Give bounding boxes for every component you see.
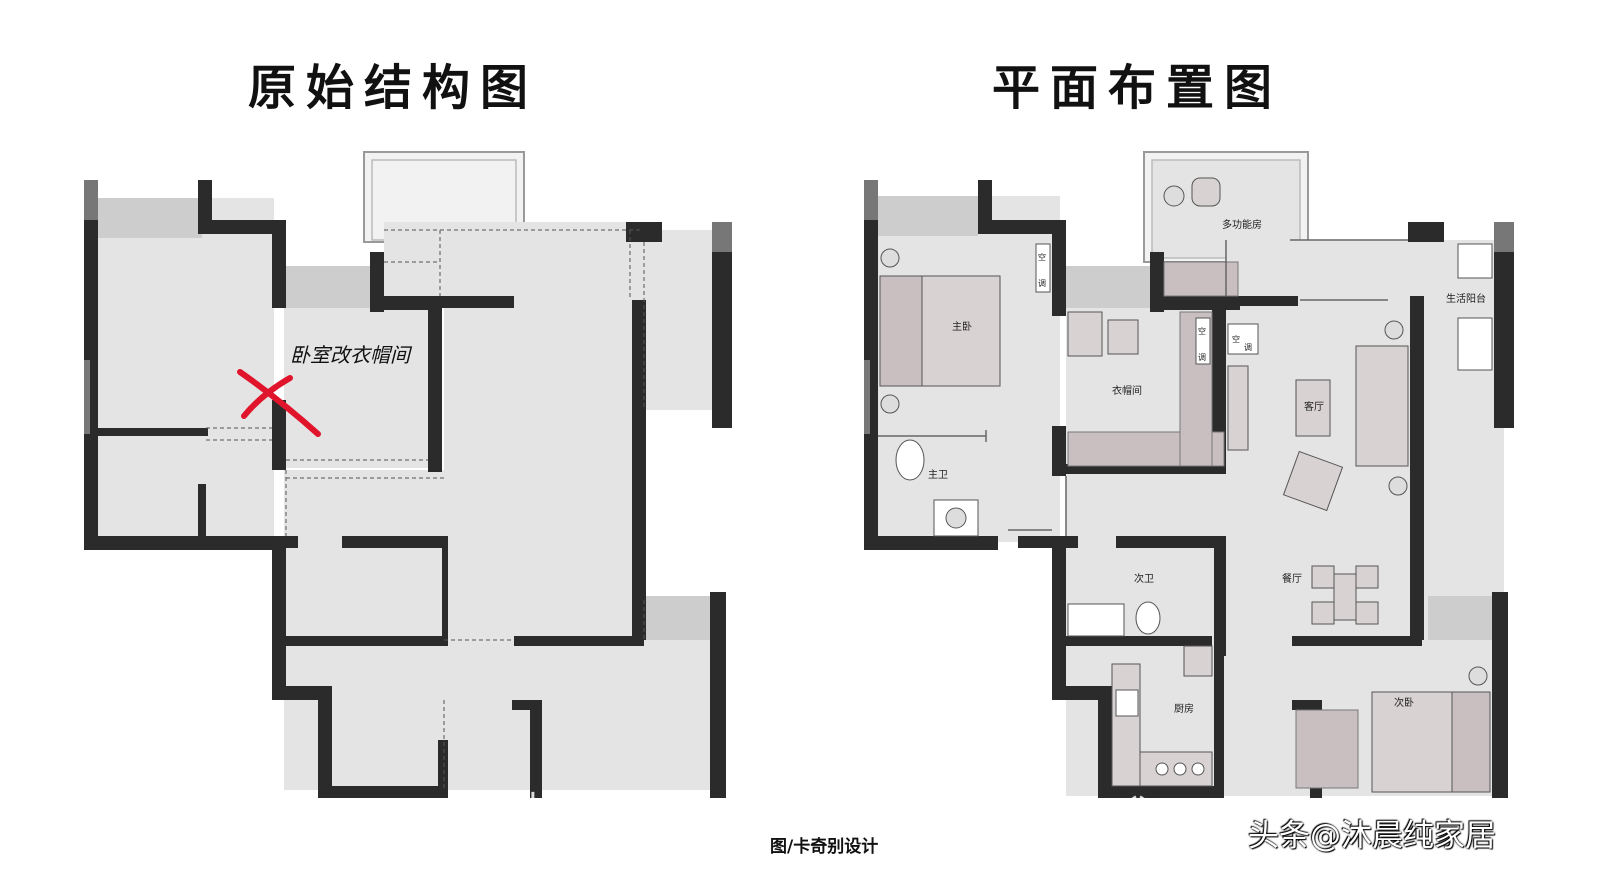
kitchen-sink-icon: [1115, 689, 1139, 717]
design-credit: 图/卡奇别设计: [770, 837, 879, 857]
bottom-right-balcony: [646, 596, 712, 640]
left-balcony-floor: [98, 198, 202, 238]
label-ac-6: 调: [1244, 343, 1252, 352]
washing-machine-icon: [1457, 243, 1493, 279]
living-floor: [444, 300, 636, 640]
armchair-icon: [1191, 177, 1221, 207]
original-structure-title: 原始结构图: [248, 60, 539, 116]
second-toilet-icon: [1135, 601, 1161, 635]
conversion-note: 卧室改衣帽间: [290, 343, 413, 367]
closet-window-floor: [284, 266, 370, 308]
middle-floor: [284, 470, 444, 640]
label-ac-5: 空: [1232, 334, 1240, 344]
label-dining-room: 餐厅: [1282, 572, 1302, 585]
label-ac-1: 空: [1038, 252, 1046, 262]
sofa: [1355, 345, 1409, 467]
converted-closet-floor: [284, 308, 432, 468]
bottom-floor: [284, 640, 714, 790]
label-ac-2: 调: [1038, 279, 1046, 288]
laundry-sink-icon: [1457, 317, 1493, 371]
dining-table: [1333, 573, 1357, 621]
original-plan: 卧室改衣帽间: [84, 151, 732, 798]
original-dashed-lines: [206, 229, 645, 790]
layout-plan: 多功能房 生活阳台 主卧 衣帽间 客厅 主卫 次卫 餐厅 厨房 次卧 空 调 空…: [864, 151, 1514, 798]
nightstand-lamp-icon: [880, 248, 900, 268]
label-service-balcony: 生活阳台: [1446, 292, 1486, 305]
second-bath-sink: [1067, 603, 1125, 637]
ac-unit-master: [1035, 243, 1051, 293]
source-watermark: 头条@沐晨纯家居: [1248, 818, 1496, 854]
watermark-left: 丨怯佑曰: [470, 789, 623, 833]
top-floor: [384, 222, 632, 308]
ac-unit-living: [1227, 323, 1259, 355]
label-second-bedroom: 次卧: [1394, 696, 1414, 709]
ac-unit-closet: [1195, 317, 1211, 365]
kitchen-counter-left: [1111, 663, 1141, 787]
floor-plan-title: 平面布置图: [992, 60, 1283, 116]
lounge-chair: [1282, 450, 1344, 512]
label-master-bath: 主卫: [928, 469, 948, 481]
second-bedroom-wardrobe: [1295, 709, 1359, 789]
label-second-bath: 次卫: [1134, 572, 1154, 585]
left-lower-floor: [98, 434, 274, 544]
original-walls: [84, 180, 732, 798]
label-ac-3: 空: [1198, 326, 1206, 336]
coffee-table: [1295, 379, 1331, 437]
stove-icon: [1155, 762, 1205, 776]
watermark-right: 〔〕: [1100, 793, 1177, 837]
label-multi-function: 多功能房: [1222, 218, 1262, 231]
fridge: [1183, 645, 1213, 677]
cabinet-top: [1163, 261, 1239, 297]
layout-walls: [864, 180, 1514, 798]
tv-cabinet: [1227, 365, 1249, 451]
label-ac-4: 调: [1198, 353, 1206, 362]
toilet-icon: [895, 439, 925, 481]
label-walk-in-closet: 衣帽间: [1112, 384, 1142, 397]
label-kitchen: 厨房: [1174, 702, 1194, 715]
cross-mark-icon: [237, 369, 321, 437]
label-living-room: 客厅: [1304, 400, 1324, 413]
dining-chairs: [1311, 565, 1379, 625]
label-master-bedroom: 主卧: [952, 320, 972, 333]
